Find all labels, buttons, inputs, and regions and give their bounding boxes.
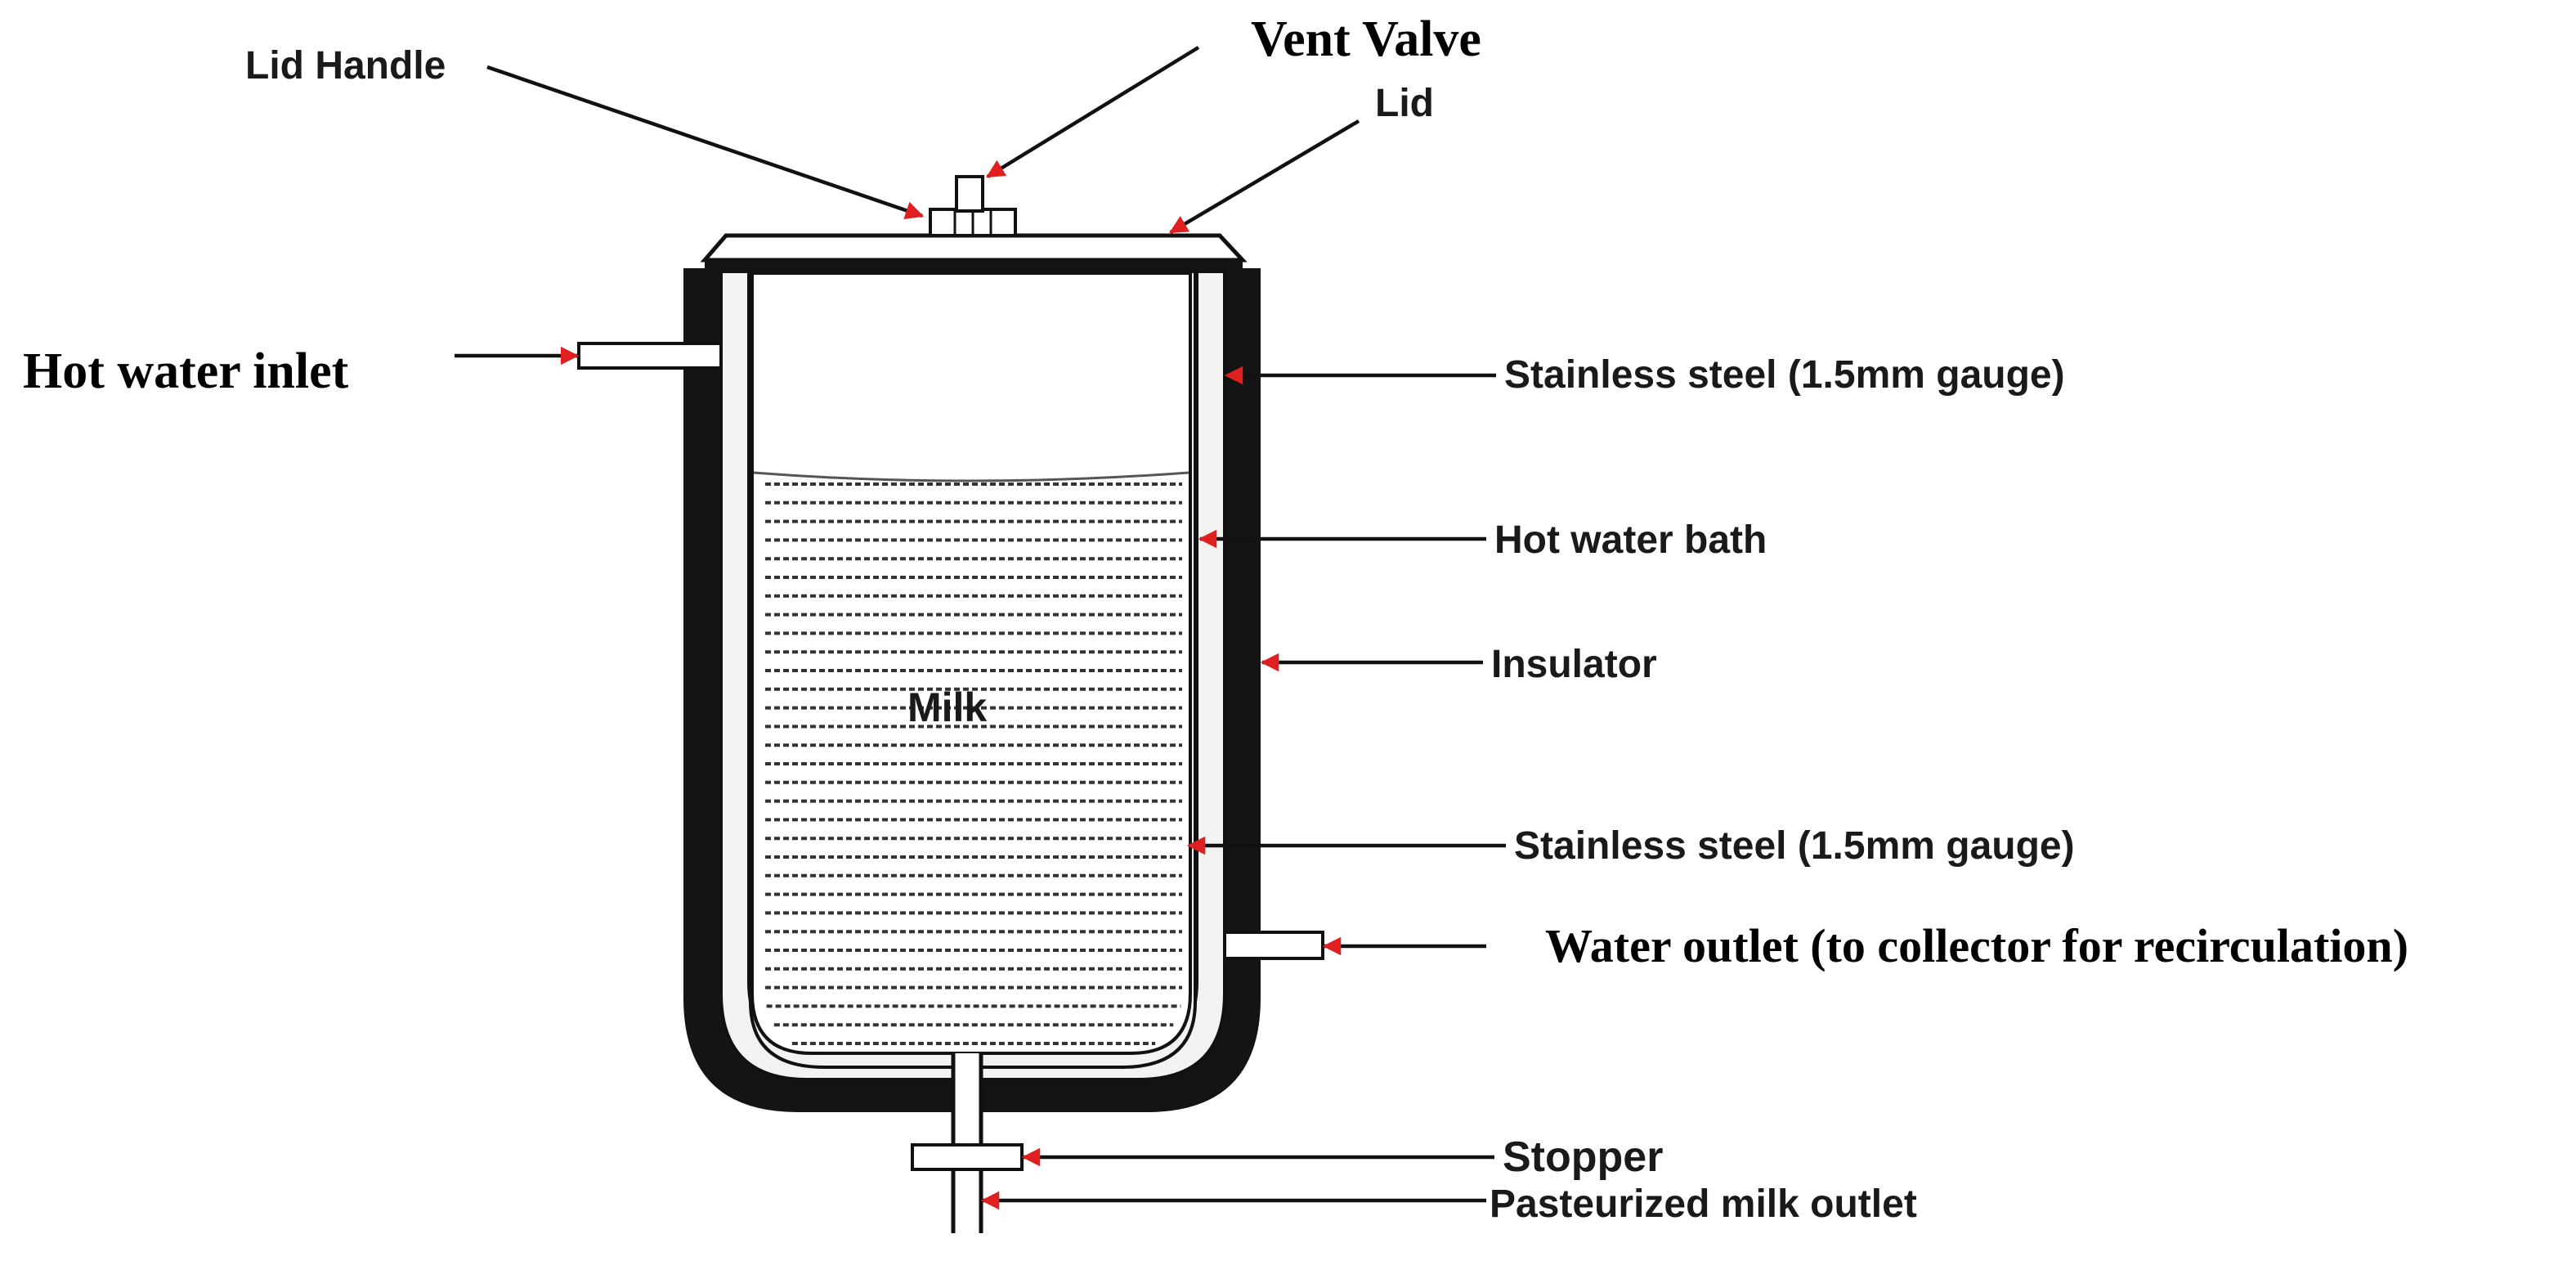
water-outlet-pipe	[1223, 931, 1324, 960]
leader-lid-handle	[486, 65, 925, 220]
label-stopper: Stopper	[1503, 1133, 1663, 1181]
label-stainless-steel-inner: Stainless steel (1.5mm gauge)	[1514, 824, 2075, 868]
milk-vessel-interior	[750, 271, 1192, 1055]
label-hot-water-bath: Hot water bath	[1494, 518, 1767, 562]
label-lid-handle: Lid Handle	[245, 44, 446, 88]
lid-rim	[705, 260, 1243, 270]
label-pasteurized-milk-outlet: Pasteurized milk outlet	[1490, 1182, 1917, 1226]
label-milk: Milk	[907, 684, 987, 730]
label-stainless-steel-outer: Stainless steel (1.5mm gauge)	[1504, 353, 2065, 397]
leader-vent-valve	[986, 46, 1200, 178]
label-water-outlet: Water outlet (to collector for recircula…	[1545, 919, 2408, 972]
milk-hatching	[765, 482, 1182, 1045]
label-lid: Lid	[1375, 82, 1434, 125]
hot-water-inlet-pipe	[577, 342, 723, 370]
vent-valve	[955, 175, 984, 213]
lid	[700, 233, 1248, 263]
milk-surface	[753, 471, 1189, 482]
stopper	[911, 1143, 1024, 1171]
label-hot-water-inlet: Hot water inlet	[23, 343, 349, 399]
leader-lid	[1169, 119, 1360, 234]
label-vent-valve: Vent Valve	[1251, 11, 1481, 67]
label-insulator: Insulator	[1491, 643, 1657, 686]
